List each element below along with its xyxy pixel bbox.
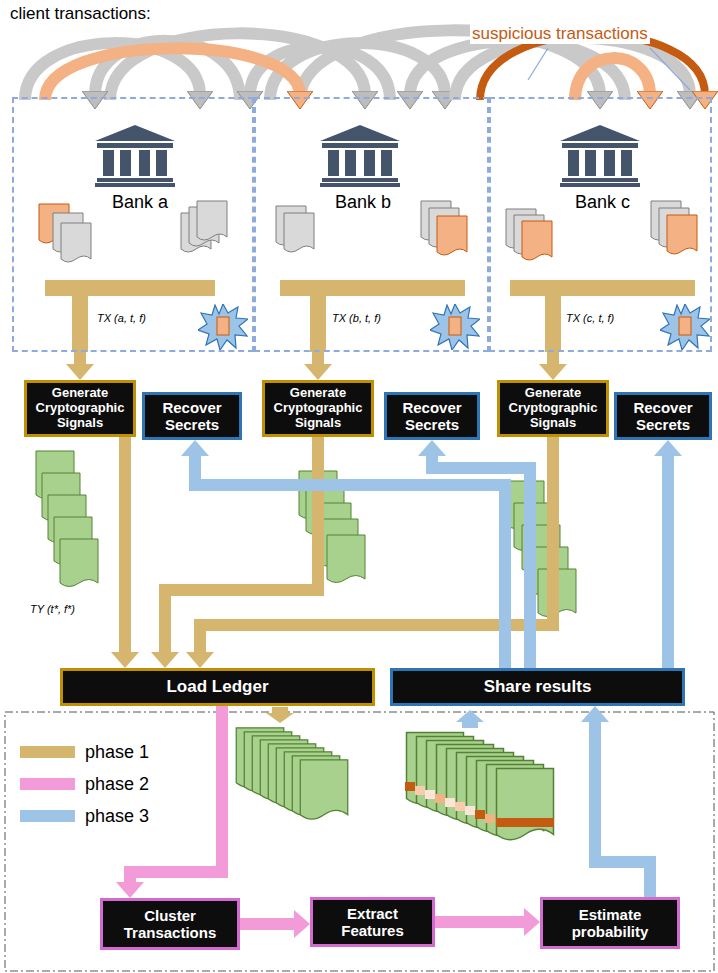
generate-box: Generate Cryptographic Signals <box>24 380 136 437</box>
phase-connector <box>432 456 530 668</box>
bank-name: Bank b <box>333 192 393 213</box>
phase-connector <box>547 352 559 364</box>
legend-text: phase 3 <box>85 806 149 827</box>
bank-name: Bank c <box>573 192 632 213</box>
box-label: Extract Features <box>318 905 427 940</box>
ledger-box: Load Ledger <box>60 668 375 706</box>
legend-text: phase 2 <box>85 774 149 795</box>
phase-connector <box>240 918 294 930</box>
data-label: TX (b, t, f) <box>330 312 383 325</box>
recover-box: Recover Secrets <box>142 392 242 440</box>
box-label: Recover Secrets <box>150 399 234 434</box>
legend-swatch <box>20 746 75 758</box>
process-box: Cluster Transactions <box>100 898 240 950</box>
process-box: Estimate probability <box>540 897 680 949</box>
legend-swatch <box>20 810 75 822</box>
phase-connector <box>119 437 131 652</box>
box-label: Generate Cryptographic Signals <box>505 386 601 431</box>
legend-text: phase 1 <box>85 742 149 763</box>
box-label: Cluster Transactions <box>108 907 232 942</box>
box-label: Estimate probability <box>548 906 672 941</box>
bank-name: Bank a <box>110 192 170 213</box>
heading-label: client transactions: <box>8 4 153 24</box>
phase-connector <box>312 352 324 364</box>
process-box: Extract Features <box>310 897 435 947</box>
recover-box: Recover Secrets <box>384 392 480 440</box>
phase-connector <box>435 916 524 928</box>
callout-label: suspicious transactions <box>470 24 650 44</box>
legend-entry: phase 3 <box>20 806 149 827</box>
data-label: TX (c, t, f) <box>564 312 616 325</box>
generate-box: Generate Cryptographic Signals <box>262 380 374 437</box>
data-label: TX (a, t, f) <box>95 312 148 325</box>
legend-entry: phase 1 <box>20 742 149 763</box>
box-label: Load Ledger <box>166 677 268 697</box>
phase-connector <box>662 456 674 668</box>
phase-connector <box>195 456 505 668</box>
legend-swatch <box>20 778 75 790</box>
box-label: Generate Cryptographic Signals <box>270 386 366 431</box>
box-label: Recover Secrets <box>622 399 704 434</box>
data-label: TY (t*, f*) <box>28 603 77 616</box>
share-box: Share results <box>390 668 685 706</box>
phase-connector <box>74 352 86 364</box>
recover-box: Recover Secrets <box>614 392 712 440</box>
generate-box: Generate Cryptographic Signals <box>497 380 609 437</box>
box-label: Share results <box>484 677 592 697</box>
box-label: Generate Cryptographic Signals <box>32 386 128 431</box>
box-label: Recover Secrets <box>392 399 472 434</box>
legend-entry: phase 2 <box>20 774 149 795</box>
phase-connector <box>595 722 650 897</box>
